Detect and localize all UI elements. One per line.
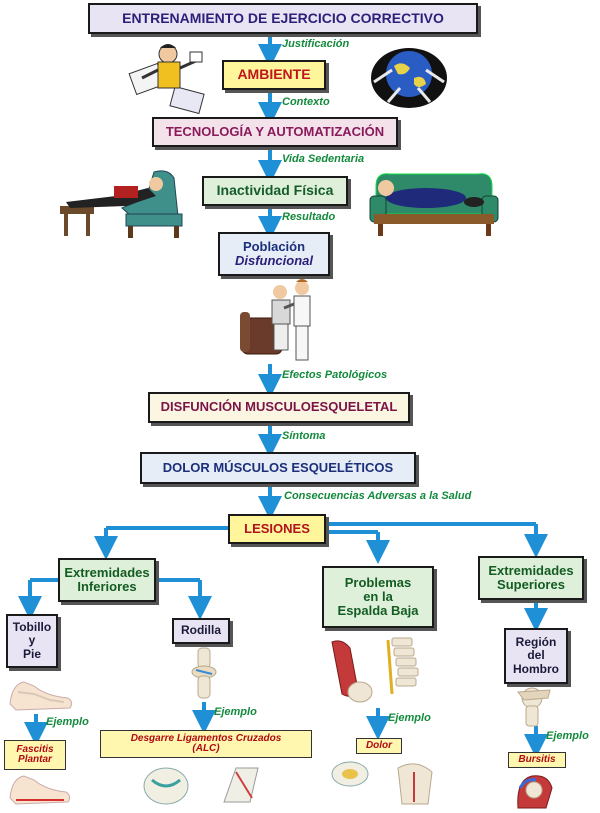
alc-box: Desgarre Ligamentos Cruzados (ALC) bbox=[100, 730, 312, 758]
foot-icon bbox=[9, 681, 73, 711]
ext-superiores-box: Extremidades Superiores bbox=[478, 556, 584, 600]
spine-icon bbox=[331, 637, 419, 703]
dolor-box: DOLOR MÚSCULOS ESQUELÉTICOS bbox=[140, 452, 416, 484]
globe-icon bbox=[371, 48, 447, 108]
poblacion-box: Población Disfuncional bbox=[218, 232, 330, 276]
lesiones-box: LESIONES bbox=[228, 514, 326, 544]
label-resultado: Resultado bbox=[282, 211, 336, 223]
shoulder-detail-icon bbox=[517, 775, 553, 809]
bursitis-box: Bursitis bbox=[508, 752, 566, 768]
label-ejemplo-tobillo: Ejemplo bbox=[46, 716, 89, 728]
label-vida-sedentaria: Vida Sedentaria bbox=[282, 153, 365, 165]
fascitis-box: Fascitis Plantar bbox=[4, 740, 66, 770]
armchair-person-icon bbox=[60, 170, 183, 238]
foot-icon-2 bbox=[9, 775, 71, 805]
label-consecuencias: Consecuencias Adversas a la Salud bbox=[284, 490, 472, 502]
diagram-title: ENTRENAMIENTO DE EJERCICIO CORRECTIVO bbox=[122, 9, 444, 26]
shoulder-icon bbox=[517, 687, 551, 727]
tobillo-box: Tobillo y Pie bbox=[6, 614, 58, 668]
office-worker-icon bbox=[128, 44, 205, 115]
label-ejemplo-espalda: Ejemplo bbox=[388, 712, 431, 724]
spine-detail-icon bbox=[331, 761, 433, 805]
disfuncion-box: DISFUNCIÓN MUSCULOESQUELETAL bbox=[148, 392, 410, 423]
rodilla-box: Rodilla bbox=[172, 618, 230, 644]
inactividad-box: Inactividad Física bbox=[202, 176, 348, 206]
knee-detail-icon bbox=[143, 767, 259, 805]
label-contexto: Contexto bbox=[282, 96, 330, 108]
label-justificacion: Justificación bbox=[282, 38, 350, 50]
ambiente-box: AMBIENTE bbox=[222, 60, 326, 90]
label-efectos: Efectos Patológicos bbox=[282, 369, 388, 381]
knee-icon bbox=[191, 647, 217, 699]
tecnologia-box: TECNOLOGÍA Y AUTOMATIZACIÓN bbox=[152, 117, 398, 147]
label-sintoma: Síntoma bbox=[282, 430, 326, 442]
title-box: ENTRENAMIENTO DE EJERCICIO CORRECTIVO bbox=[88, 3, 478, 34]
couch-person-icon bbox=[369, 173, 499, 236]
espalda-box: Problemas en la Espalda Baja bbox=[322, 566, 434, 628]
hombro-box: Región del Hombro bbox=[504, 628, 568, 684]
dolor-example-box: Dolor bbox=[356, 738, 402, 754]
label-ejemplo-rodilla: Ejemplo bbox=[214, 706, 257, 718]
ext-inferiores-box: Extremidades Inferiores bbox=[58, 558, 156, 602]
caregiver-icon bbox=[240, 279, 311, 361]
label-ejemplo-hombro: Ejemplo bbox=[546, 730, 589, 742]
